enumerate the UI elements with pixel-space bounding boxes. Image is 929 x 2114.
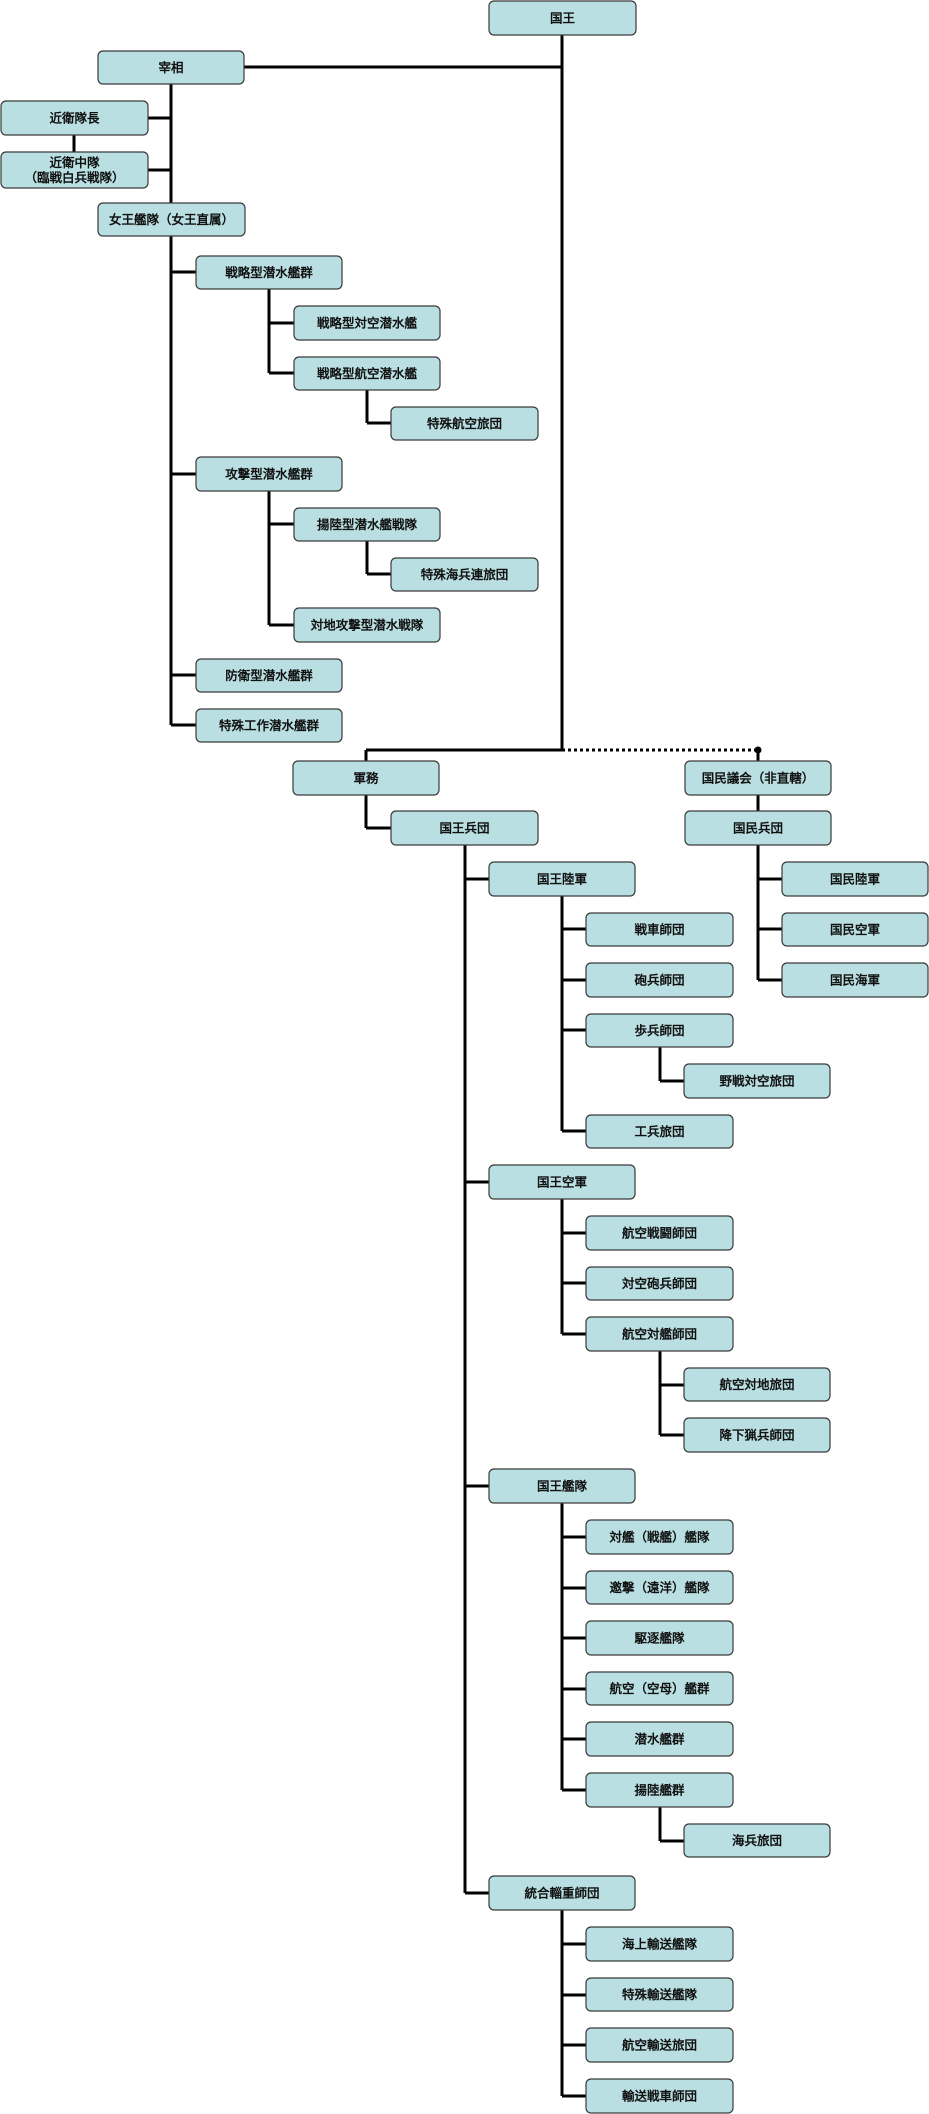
node-queen-fleet-label: 女王艦隊（女王直属）	[109, 212, 234, 227]
node-royal-army-label: 国王陸軍	[537, 872, 588, 887]
node-landing-ship-group-label: 揚陸艦群	[634, 1783, 685, 1798]
node-guard-company: 近衛中隊 （臨戦白兵戦隊）	[0, 151, 149, 189]
node-strat-air-sub: 戦略型航空潜水艦	[293, 356, 441, 391]
node-strat-air-sub-label: 戦略型航空潜水艦	[317, 366, 418, 381]
node-joint-logistics-division-label: 統合輜重師団	[524, 1886, 599, 1901]
node-submarine-group: 潜水艦群	[585, 1721, 734, 1757]
node-king-label: 国王	[550, 11, 576, 26]
node-aviation-carrier-group: 航空（空母）艦群	[585, 1671, 734, 1706]
node-tank-division-label: 戦車師団	[634, 922, 684, 937]
node-sea-transport-fleet: 海上輸送艦隊	[585, 1926, 734, 1962]
node-guard-captain: 近衛隊長	[0, 100, 149, 136]
node-infantry-division: 歩兵師団	[585, 1013, 734, 1048]
node-royal-air-force: 国王空軍	[488, 1164, 636, 1200]
node-national-air-force: 国民空軍	[781, 912, 929, 947]
org-chart-connectors	[72, 35, 782, 2098]
node-national-assembly-label: 国民議会（非直轄）	[702, 771, 815, 786]
node-artillery-division-label: 砲兵師団	[633, 973, 684, 988]
node-special-air-brigade: 特殊航空旅団	[390, 406, 539, 441]
node-royal-navy: 国王艦隊	[488, 1468, 636, 1504]
node-national-air-force-label: 国民空軍	[830, 922, 881, 937]
node-joint-logistics-division: 統合輜重師団	[488, 1875, 636, 1911]
node-chancellor-label: 宰相	[158, 60, 183, 75]
node-land-attack-sub-squadron-label: 対地攻撃型潜水戦隊	[310, 618, 424, 633]
node-antiship-battleship-fleet: 対艦（戦艦）艦隊	[585, 1519, 734, 1555]
node-national-navy-label: 国民海軍	[830, 973, 881, 988]
node-special-transport-fleet-label: 特殊輸送艦隊	[622, 1987, 698, 2002]
node-air-combat-division-label: 航空戦闘師団	[622, 1226, 697, 1241]
node-landing-ship-group: 揚陸艦群	[585, 1772, 734, 1808]
node-air-ground-brigade-label: 航空対地旅団	[719, 1377, 794, 1392]
node-engineer-brigade-label: 工兵旅団	[634, 1124, 684, 1139]
node-guard-company-label-line2: （臨戦白兵戦隊）	[24, 170, 124, 185]
node-field-aa-brigade: 野戦対空旅団	[683, 1063, 831, 1099]
node-chancellor: 宰相	[97, 50, 245, 85]
node-special-marine-brigade-label: 特殊海兵連旅団	[421, 567, 509, 582]
node-paratrooper-division-label: 降下猟兵師団	[719, 1428, 794, 1443]
node-attack-sub-group-label: 攻撃型潜水艦群	[225, 467, 313, 482]
node-royal-corps: 国王兵団	[390, 810, 539, 846]
node-submarine-group-label: 潜水艦群	[634, 1732, 685, 1747]
node-royal-corps-label: 国王兵団	[439, 821, 489, 836]
node-interceptor-ocean-fleet-label: 邀撃（遠洋）艦隊	[609, 1580, 710, 1595]
node-interceptor-ocean-fleet: 邀撃（遠洋）艦隊	[585, 1570, 734, 1605]
node-king: 国王	[488, 0, 637, 36]
node-national-army: 国民陸軍	[781, 861, 929, 897]
node-national-corps-label: 国民兵団	[733, 821, 783, 836]
node-defense-sub-group-label: 防衛型潜水艦群	[225, 668, 313, 683]
node-strat-aa-sub-label: 戦略型対空潜水艦	[317, 316, 418, 331]
node-national-army-label: 国民陸軍	[830, 872, 881, 887]
node-military-affairs: 軍務	[292, 760, 440, 796]
node-aa-artillery-division-label: 対空砲兵師団	[621, 1276, 697, 1291]
node-aviation-carrier-group-label: 航空（空母）艦群	[609, 1681, 710, 1696]
node-antiship-battleship-fleet-label: 対艦（戦艦）艦隊	[608, 1530, 710, 1545]
node-guard-company-label-line1: 近衛中隊	[49, 155, 100, 170]
node-special-marine-brigade: 特殊海兵連旅団	[390, 557, 539, 592]
node-special-air-brigade-label: 特殊航空旅団	[427, 416, 502, 431]
node-attack-sub-group: 攻撃型潜水艦群	[195, 456, 343, 492]
node-royal-army: 国王陸軍	[488, 861, 636, 897]
node-national-assembly: 国民議会（非直轄）	[684, 760, 832, 796]
node-royal-air-force-label: 国王空軍	[537, 1175, 588, 1190]
node-air-combat-division: 航空戦闘師団	[585, 1215, 734, 1251]
node-paratrooper-division: 降下猟兵師団	[683, 1417, 831, 1453]
node-strat-sub-group-label: 戦略型潜水艦群	[225, 265, 313, 280]
node-air-transport-brigade-label: 航空輸送旅団	[622, 2038, 697, 2053]
node-transport-tank-division-label: 輸送戦車師団	[622, 2089, 697, 2104]
node-marine-brigade: 海兵旅団	[683, 1823, 831, 1858]
node-marine-brigade-label: 海兵旅団	[732, 1833, 782, 1848]
node-national-navy: 国民海軍	[781, 962, 929, 998]
node-air-ground-brigade: 航空対地旅団	[683, 1367, 831, 1402]
node-transport-tank-division: 輸送戦車師団	[585, 2078, 734, 2114]
node-tank-division: 戦車師団	[585, 912, 734, 947]
node-defense-sub-group: 防衛型潜水艦群	[195, 658, 343, 693]
node-special-ops-sub-group: 特殊工作潜水艦群	[195, 708, 343, 743]
node-special-transport-fleet: 特殊輸送艦隊	[585, 1977, 734, 2012]
node-sea-transport-fleet-label: 海上輸送艦隊	[622, 1937, 698, 1952]
node-strat-sub-group: 戦略型潜水艦群	[195, 255, 343, 290]
node-landing-sub-squadron-label: 揚陸型潜水艦戦隊	[317, 517, 418, 532]
node-queen-fleet: 女王艦隊（女王直属）	[97, 202, 246, 237]
node-landing-sub-squadron: 揚陸型潜水艦戦隊	[293, 507, 441, 542]
node-destroyer-fleet-label: 駆逐艦隊	[634, 1631, 685, 1646]
node-infantry-division-label: 歩兵師団	[634, 1023, 684, 1038]
node-royal-navy-label: 国王艦隊	[537, 1479, 588, 1494]
node-field-aa-brigade-label: 野戦対空旅団	[719, 1074, 794, 1089]
node-land-attack-sub-squadron: 対地攻撃型潜水戦隊	[293, 607, 441, 643]
node-national-corps: 国民兵団	[684, 810, 832, 846]
node-special-ops-sub-group-label: 特殊工作潜水艦群	[219, 718, 320, 733]
node-air-antiship-division: 航空対艦師団	[585, 1316, 734, 1352]
node-air-antiship-division-label: 航空対艦師団	[622, 1327, 697, 1342]
node-guard-captain-label: 近衛隊長	[49, 111, 100, 126]
node-strat-aa-sub: 戦略型対空潜水艦	[293, 305, 441, 341]
node-air-transport-brigade: 航空輸送旅団	[585, 2027, 734, 2063]
node-destroyer-fleet: 駆逐艦隊	[585, 1620, 734, 1656]
node-military-affairs-label: 軍務	[353, 771, 379, 786]
node-aa-artillery-division: 対空砲兵師団	[585, 1266, 734, 1301]
node-engineer-brigade: 工兵旅団	[585, 1114, 734, 1149]
node-artillery-division: 砲兵師団	[585, 962, 734, 998]
